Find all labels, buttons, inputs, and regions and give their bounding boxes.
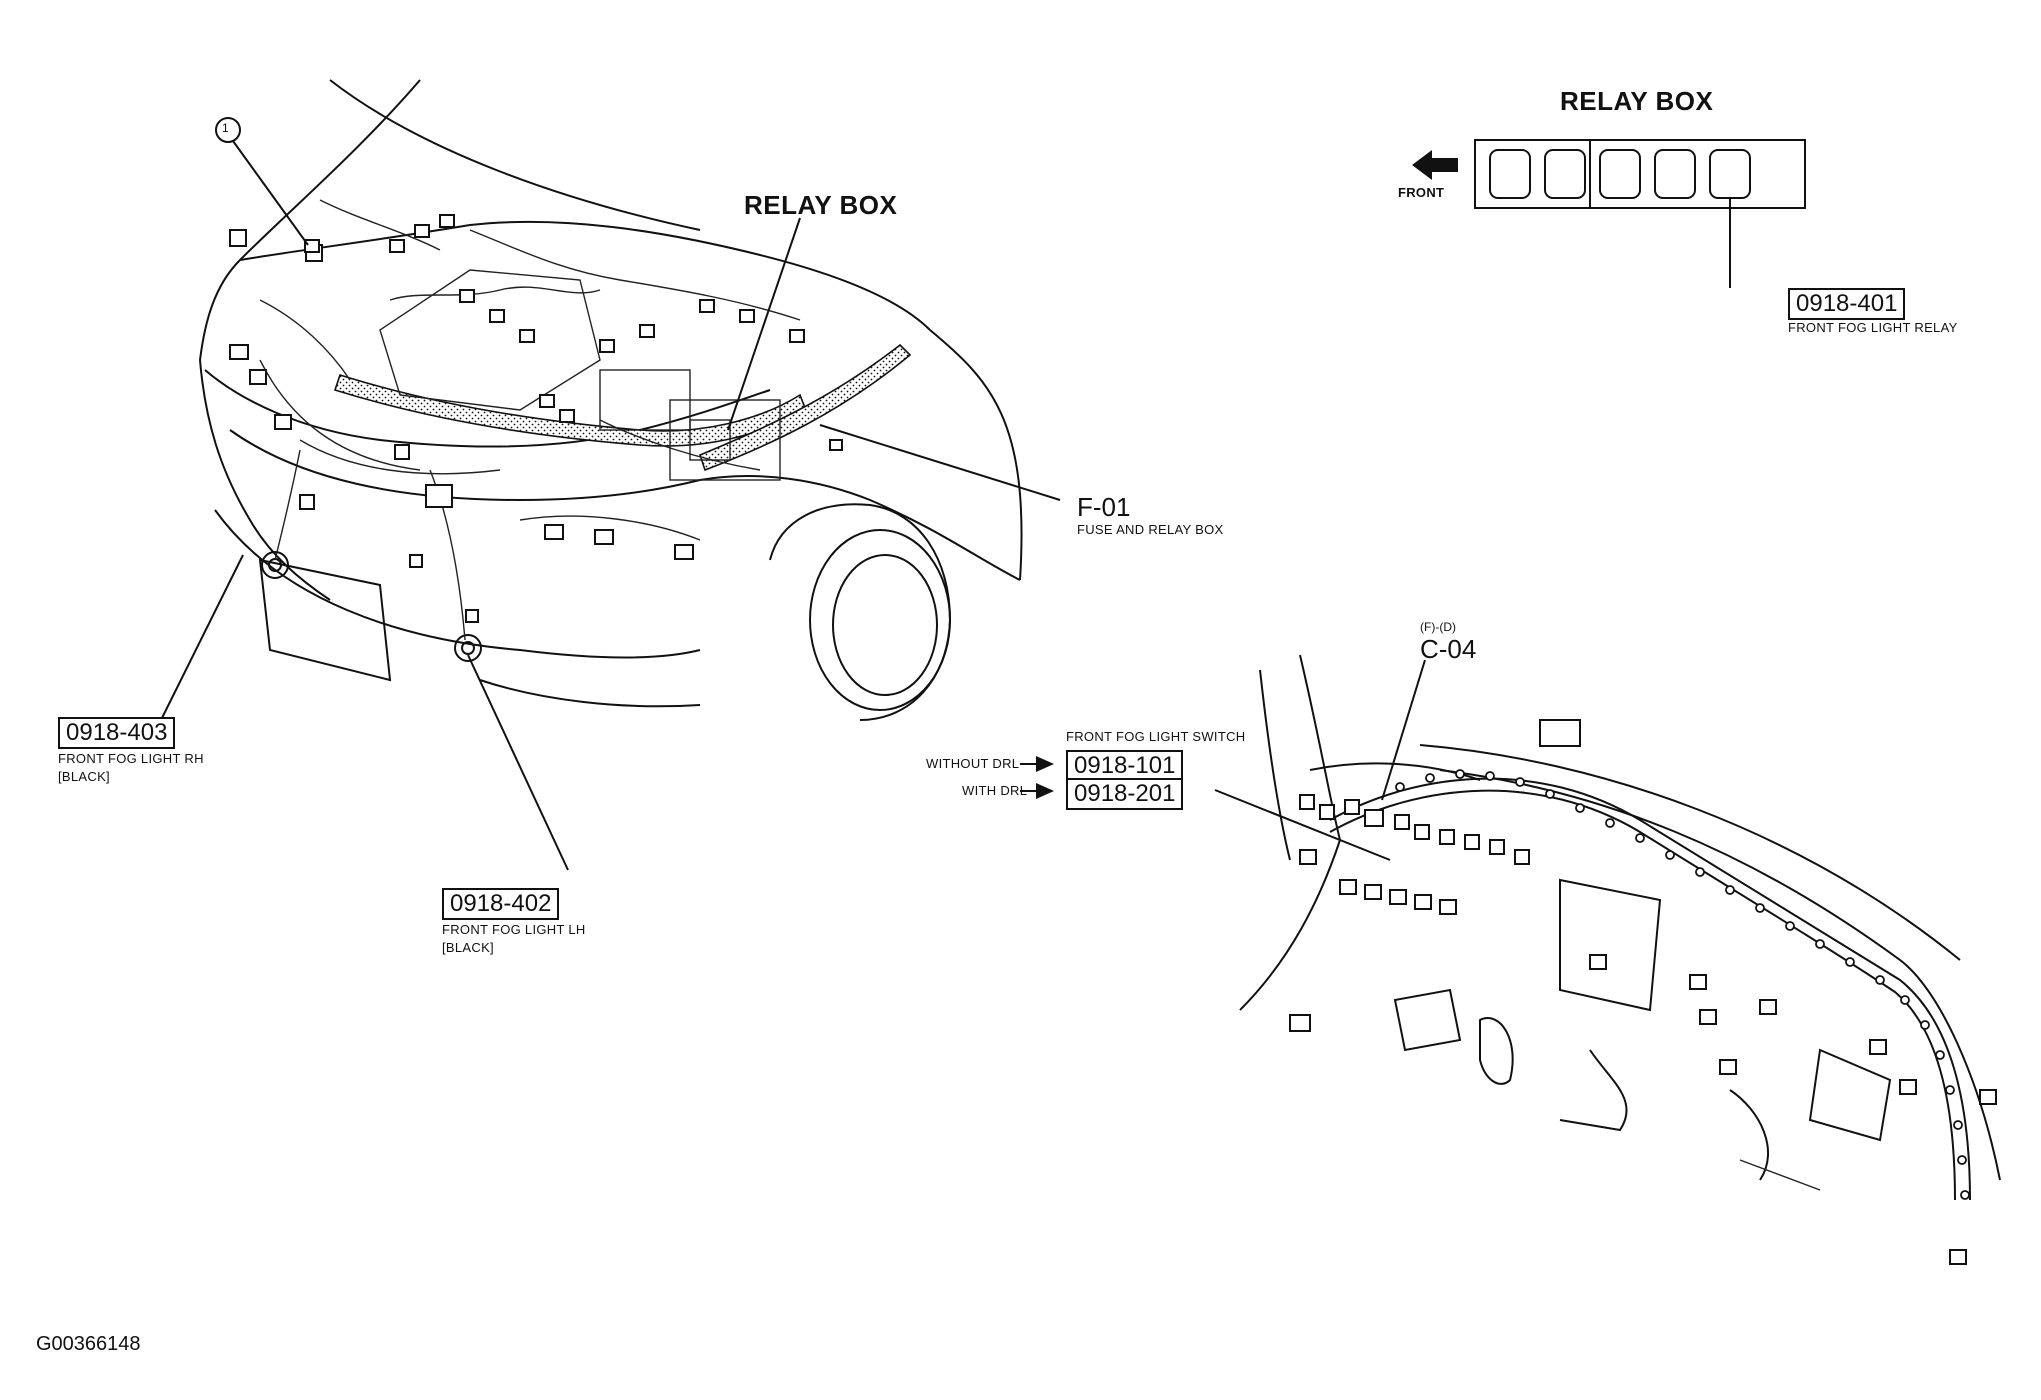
c04-prefix: (F)-(D) (1420, 620, 1456, 634)
fuse-box-name: FUSE AND RELAY BOX (1077, 522, 1224, 537)
relay-box-inset-drawing (1412, 139, 1806, 288)
figure-id: G00366148 (36, 1333, 141, 1355)
front-label: FRONT (1398, 185, 1445, 200)
fog-light-lh-code: 0918-402 (442, 888, 560, 920)
fog-light-rh-name: FRONT FOG LIGHT RH (58, 751, 204, 766)
fog-switch-title: FRONT FOG LIGHT SWITCH (1066, 729, 1246, 744)
relay-box-inset-title: RELAY BOX (1560, 86, 1714, 116)
relay-box-label: RELAY BOX (744, 190, 898, 220)
front-arrow-icon (1412, 150, 1458, 180)
fog-light-rh-color: [BLACK] (58, 769, 110, 784)
car-front-drawing (161, 79, 1061, 871)
callout-number-1: 1 (222, 121, 229, 135)
relay-code-0918-401: 0918-401 (1788, 288, 1906, 320)
dashboard-drawing (1214, 654, 2001, 1265)
c04-code: C-04 (1420, 634, 1477, 664)
fog-light-lh-color: [BLACK] (442, 940, 494, 955)
relay-name: FRONT FOG LIGHT RELAY (1788, 320, 1958, 335)
fog-light-rh-code: 0918-403 (58, 717, 176, 749)
switch-code-0918-201: 0918-201 (1066, 778, 1184, 810)
fog-light-lh-name: FRONT FOG LIGHT LH (442, 922, 586, 937)
switch-code-0918-101: 0918-101 (1066, 750, 1184, 782)
without-drl-label: WITHOUT DRL (926, 756, 1020, 771)
with-drl-label: WITH DRL (962, 783, 1028, 798)
fuse-box-code: F-01 (1077, 492, 1131, 522)
